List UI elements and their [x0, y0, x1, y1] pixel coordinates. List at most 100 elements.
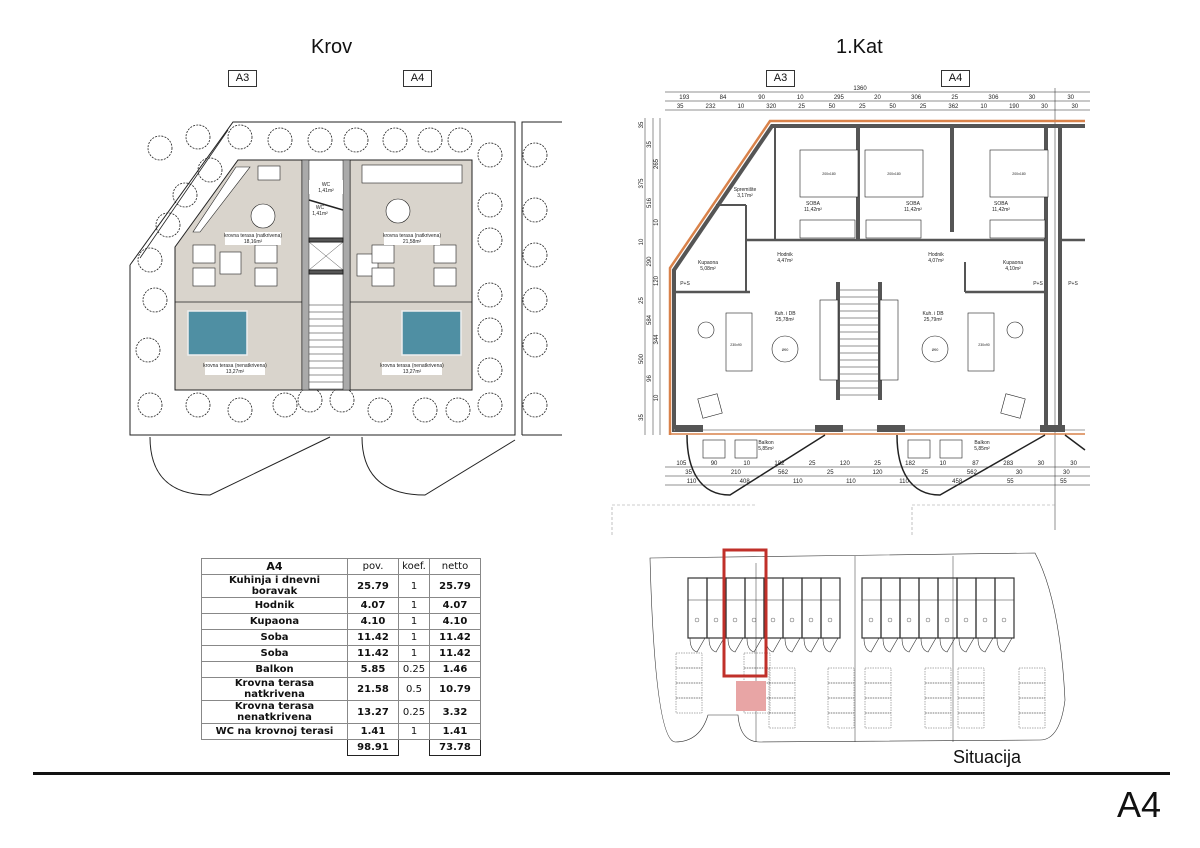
tree-icon — [227, 124, 253, 150]
room-kupaona1-name: Kupaona — [698, 260, 718, 266]
dimension-label: 362 — [948, 104, 959, 110]
dimension-label: 55 — [1007, 479, 1014, 485]
parking-highlight — [736, 681, 766, 711]
dimension-label: 30 — [1016, 470, 1023, 476]
site-unit — [725, 577, 746, 639]
parking-space — [864, 682, 892, 699]
cell-room-name: Krovna terasa nenatkrivena — [201, 700, 348, 724]
dimension-label: 344 — [654, 334, 660, 345]
tree-icon — [307, 127, 333, 153]
trees — [135, 124, 548, 423]
tree-icon — [445, 397, 471, 423]
site-unit — [687, 577, 708, 639]
room-soba2-area: 11,42m² — [904, 207, 922, 213]
cell-koef: 1 — [398, 574, 430, 598]
room-kupaona2-name: Kupaona — [1003, 260, 1023, 266]
dimension-label: 25 — [639, 297, 645, 304]
room-kuh2-area: 25,79m² — [924, 317, 943, 323]
dimension-label: 35 — [647, 141, 653, 148]
dimension-label: 10 — [654, 394, 660, 401]
area-table: A4 pov. koef. netto Kuhinja i dnevni bor… — [201, 558, 481, 756]
room-kupaona1-area: 5,08m² — [700, 266, 716, 272]
dimension-label: 110 — [846, 479, 856, 485]
parking-space — [768, 697, 796, 714]
floor1-unit-tag-a3: A3 — [766, 70, 795, 87]
tree-icon — [447, 127, 473, 153]
cell-netto: 1.46 — [429, 661, 481, 678]
parking-space — [1018, 697, 1046, 714]
dimension-label: 110 — [687, 479, 697, 485]
room-balkon2-area: 5,85m² — [974, 446, 990, 452]
parking-space — [864, 667, 892, 684]
cell-netto: 25.79 — [429, 574, 481, 598]
cell-koef: 0.25 — [398, 661, 430, 678]
bed-size: 200x180 — [1012, 172, 1025, 176]
dimension-label: 265 — [654, 158, 660, 169]
cell-pov: 25.79 — [347, 574, 399, 598]
parking-space — [924, 697, 952, 714]
terrace-open-a4-area: 13,27m² — [403, 369, 422, 375]
room-kuh1-name: Kuh. i DB — [774, 311, 796, 317]
tree-icon — [477, 357, 503, 383]
dimension-label: 25 — [921, 470, 928, 476]
dimension-label: 193 — [679, 95, 690, 101]
bed-size: 200x180 — [887, 172, 900, 176]
room-soba3-name: SOBA — [994, 201, 1009, 207]
site-unit — [918, 577, 939, 639]
dimension-label: 25 — [951, 95, 958, 101]
dimension-label: 90 — [758, 95, 765, 101]
tree-icon — [522, 142, 548, 168]
dimension-label: 10 — [940, 461, 947, 467]
dimension-label: 320 — [766, 104, 777, 110]
dimension-label: 190 — [1009, 104, 1020, 110]
tree-icon — [185, 124, 211, 150]
wc-upper-name: WC — [322, 182, 331, 188]
site-unit — [744, 577, 765, 639]
tree-icon — [147, 135, 173, 161]
dimension-label: 10 — [743, 461, 750, 467]
roof-unit-tag-a4: A4 — [403, 70, 432, 87]
cell-netto: 11.42 — [429, 645, 481, 662]
dimension-label: 50 — [829, 104, 836, 110]
dimension-label: 10 — [797, 95, 804, 101]
site-unit — [782, 577, 803, 639]
table-size: Ø90 — [932, 348, 939, 352]
ps-label: P+S — [1068, 281, 1078, 287]
parking-space — [827, 697, 855, 714]
header-unit: A4 — [201, 558, 348, 575]
dimension-label: 96 — [647, 375, 653, 382]
dimension-label: 50 — [889, 104, 896, 110]
site-boundary-inner — [139, 129, 229, 259]
site-boundary — [129, 121, 516, 436]
dimension-label: 10 — [639, 238, 645, 245]
cell-netto: 1.41 — [429, 723, 481, 740]
dimension-label: 55 — [1060, 479, 1067, 485]
table-header: A4 pov. koef. netto — [201, 558, 481, 575]
cell-pov: 21.58 — [347, 677, 399, 701]
floor1-unit-tag-a4: A4 — [941, 70, 970, 87]
dimension-label: 10 — [654, 219, 660, 226]
dimension-label: 120 — [654, 275, 660, 286]
site-unit — [801, 577, 822, 639]
terrace-covered-a4-name: krovna terasa (natkrivena) — [383, 233, 441, 239]
roof-unit-tag-a3: A3 — [228, 70, 257, 87]
terrace-open-a3-area: 13,27m² — [226, 369, 245, 375]
sheet-label: A4 — [1117, 784, 1162, 825]
cell-koef: 1 — [398, 597, 430, 614]
dimension-label: 35 — [677, 104, 684, 110]
parking-space — [768, 712, 796, 729]
parking-space — [768, 667, 796, 684]
dimension-label: 30 — [1038, 461, 1045, 467]
unit-a4-highlight[interactable] — [722, 548, 768, 678]
cell-koef: 1 — [398, 723, 430, 740]
dimension-label: 35 — [685, 470, 692, 476]
room-balkon1-area: 5,85m² — [758, 446, 774, 452]
cell-pov: 1.41 — [347, 723, 399, 740]
parking-space — [675, 652, 703, 669]
tree-icon — [135, 337, 161, 363]
dimension-label: 110 — [899, 479, 909, 485]
